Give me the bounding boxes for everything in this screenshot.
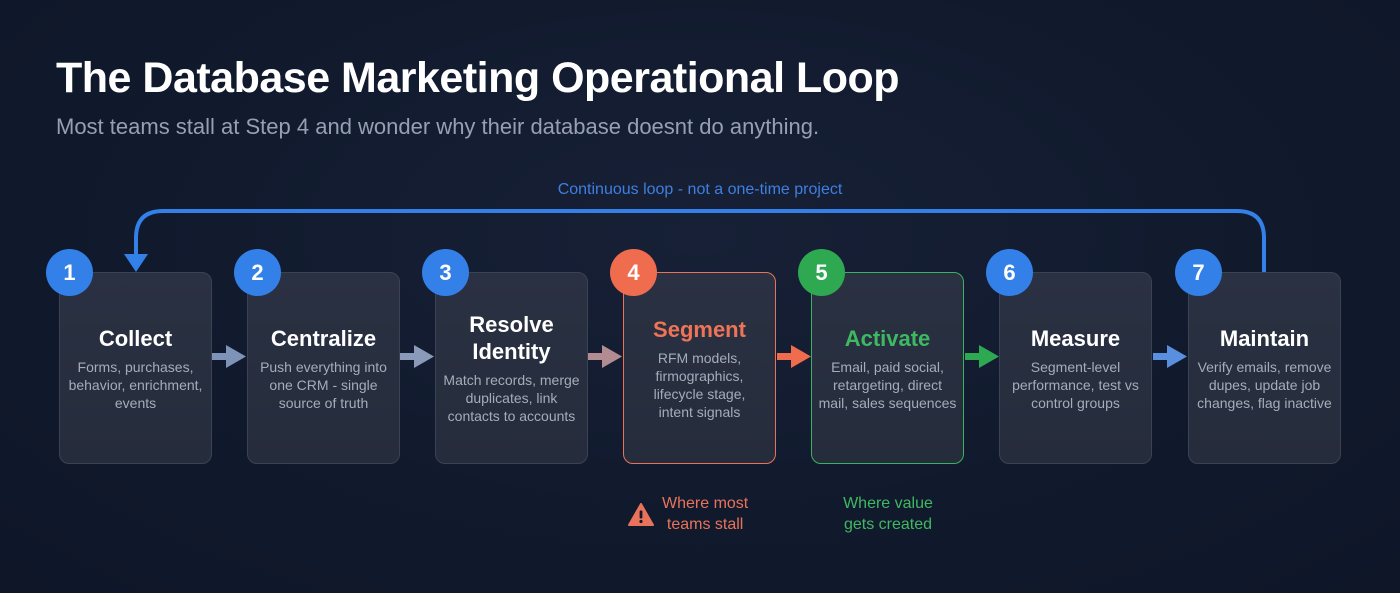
stall-callout-line1: Where most: [662, 495, 749, 512]
step-description: Match records, merge duplicates, link co…: [443, 372, 580, 424]
step-description: RFM models, firmographics, lifecycle sta…: [653, 349, 746, 420]
arrow-3-4: [588, 345, 622, 368]
loop-label: Continuous loop - not a one-time project: [557, 181, 843, 198]
step-number-badge: 6: [986, 249, 1033, 296]
step-title: Resolve Identity: [469, 312, 554, 364]
step-card-activate: Activate Email, paid social, retargeting…: [811, 272, 964, 464]
step-card-collect: Collect Forms, purchases, behavior, enri…: [59, 272, 212, 464]
step-card-segment: Segment RFM models, firmographics, lifec…: [623, 272, 776, 464]
arrow-2-3: [400, 345, 434, 368]
step-description: Email, paid social, retargeting, direct …: [818, 358, 957, 411]
step-title: Collect: [98, 325, 173, 351]
arrow-4-5: [777, 345, 811, 368]
step-number-badge: 3: [422, 249, 469, 296]
step-title: Measure: [1030, 325, 1121, 351]
loop-arrowhead-icon: [124, 254, 148, 272]
step-number-badge: 2: [234, 249, 281, 296]
stall-callout: Where most teams stall: [628, 493, 748, 535]
step-description: Segment-level performance, test vs contr…: [1012, 358, 1139, 411]
step-card-resolve-identity: Resolve Identity Match records, merge du…: [435, 272, 588, 464]
arrow-5-6: [965, 345, 999, 368]
page-title: The Database Marketing Operational Loop: [56, 54, 900, 102]
arrow-1-2: [212, 345, 246, 368]
step-title: Maintain: [1219, 325, 1310, 351]
step-description: Push everything into one CRM - single so…: [260, 358, 387, 411]
step-number-badge: 5: [798, 249, 845, 296]
step-number-badge: 4: [610, 249, 657, 296]
step-title: Centralize: [270, 325, 377, 351]
warning-icon: [628, 502, 654, 526]
stall-callout-line2: teams stall: [666, 516, 744, 533]
step-card-measure: Measure Segment-level performance, test …: [999, 272, 1152, 464]
step-title: Activate: [844, 325, 931, 351]
step-number-badge: 7: [1175, 249, 1222, 296]
page-subtitle: Most teams stall at Step 4 and wonder wh…: [56, 114, 820, 139]
loop-return-arrow: [134, 209, 1266, 272]
step-description: Verify emails, remove dupes, update job …: [1197, 358, 1332, 411]
step-number-badge: 1: [46, 249, 93, 296]
step-title: Segment: [653, 316, 746, 342]
step-card-maintain: Maintain Verify emails, remove dupes, up…: [1188, 272, 1341, 464]
step-description: Forms, purchases, behavior, enrichment, …: [68, 358, 203, 411]
value-callout: Where value gets created: [820, 493, 956, 535]
value-callout-line2: gets created: [843, 516, 933, 533]
step-card-centralize: Centralize Push everything into one CRM …: [247, 272, 400, 464]
value-callout-line1: Where value: [843, 495, 933, 512]
arrow-6-7: [1153, 345, 1187, 368]
